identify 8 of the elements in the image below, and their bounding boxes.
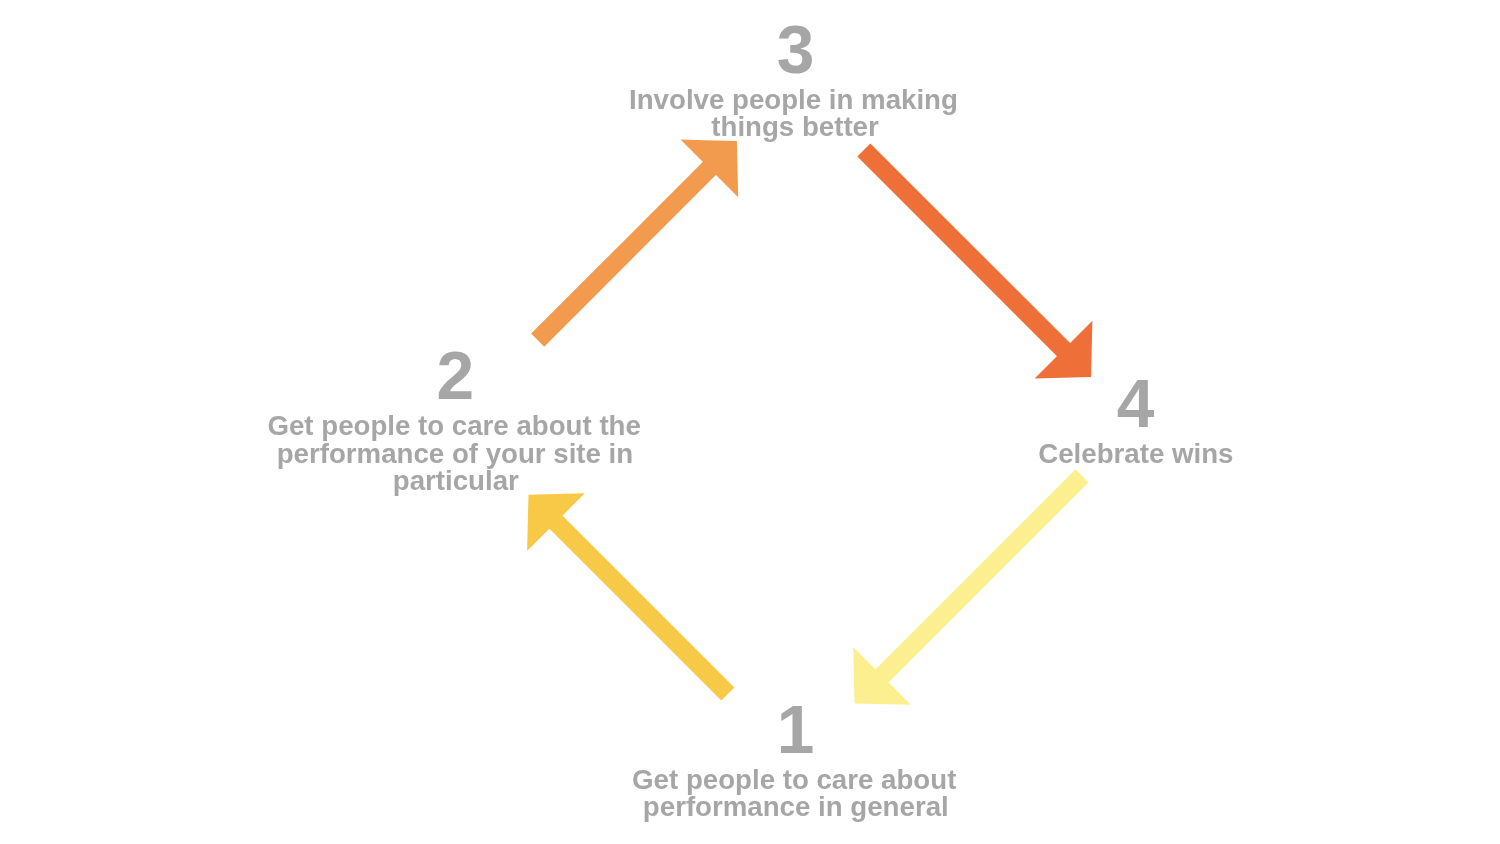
arrow [856,143,1092,379]
node-text: 2 Get people to care about the performance of your site in particular [266,338,641,497]
arrow [852,469,1089,705]
node-text: 3 Involve people in making things better [628,12,958,143]
arrow [530,139,738,347]
node-text: 1 Get people to care about performance in general [631,692,956,823]
arrow [526,493,734,701]
node-text: 4 Celebrate wins [1037,365,1233,469]
